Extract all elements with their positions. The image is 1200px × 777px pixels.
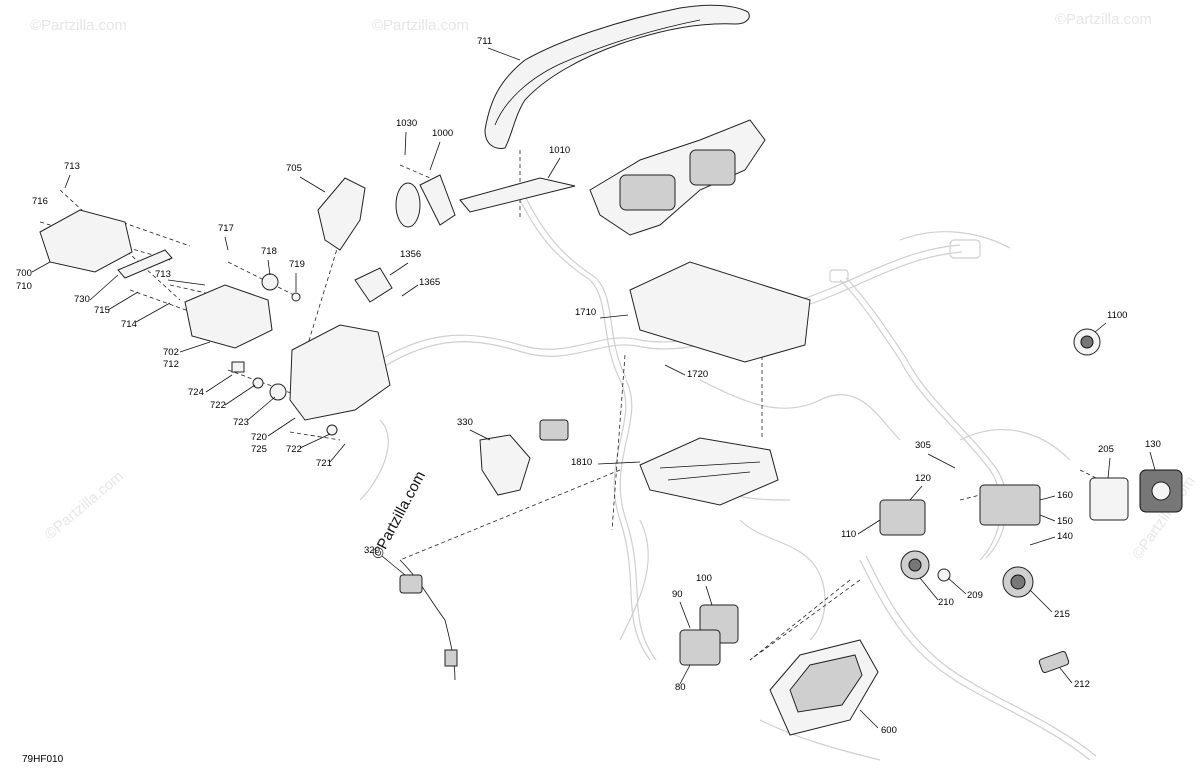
tray-1710-part: [629, 261, 811, 363]
callout-725: 725: [251, 444, 267, 455]
watermark: ©Partzilla.com: [30, 17, 127, 34]
callout-80: 80: [675, 682, 686, 693]
callout-724: 724: [188, 387, 204, 398]
callout-710: 710: [16, 281, 32, 292]
callout-723: 723: [233, 417, 249, 428]
callout-713: 713: [64, 161, 80, 172]
horn-part: [395, 182, 421, 228]
mount-bracket-part: [289, 324, 391, 421]
callout-719: 719: [289, 259, 305, 270]
callout-1030: 1030: [396, 118, 417, 129]
leader-lines: [31, 47, 1156, 729]
callout-721: 721: [316, 458, 332, 469]
callout-labels: 711 1030 1000 1010 705 713 716 717 718 719 1356 136…: [16, 36, 1161, 736]
callout-1000: 1000: [432, 128, 453, 139]
callout-722: 722: [286, 444, 302, 455]
callout-1010: 1010: [549, 145, 570, 156]
callout-717: 717: [218, 223, 234, 234]
callout-110: 110: [841, 529, 856, 540]
callout-716: 716: [32, 196, 48, 207]
callout-130: 130: [1145, 439, 1161, 450]
callout-305: 305: [915, 440, 931, 451]
callout-711: 711: [477, 36, 492, 47]
callout-700: 700: [16, 268, 32, 279]
switch-housing-part: [317, 177, 366, 251]
ecu-plate-part: [639, 437, 779, 506]
callout-720: 720: [251, 432, 267, 443]
callout-714: 714: [121, 319, 137, 330]
callout-1356: 1356: [400, 249, 421, 260]
callout-100: 100: [696, 573, 712, 584]
callout-1365: 1365: [419, 277, 440, 288]
callout-705: 705: [286, 163, 302, 174]
module-700-part: [39, 209, 133, 273]
watermark: ©Partzilla.com: [42, 468, 127, 543]
callout-730: 730: [74, 294, 90, 305]
diagram-code: 79HF010: [22, 754, 64, 765]
callout-712: 712: [163, 359, 179, 370]
handlebar-bracket-part: [589, 119, 766, 236]
watermark: ©Partzilla.com: [1055, 11, 1152, 28]
callout-722: 722: [210, 400, 226, 411]
callout-215: 215: [1054, 609, 1070, 620]
callout-1100: 1100: [1107, 310, 1127, 321]
callout-120: 120: [915, 473, 931, 484]
callout-718: 718: [261, 246, 277, 257]
callout-715: 715: [94, 305, 110, 316]
callout-330: 330: [457, 417, 473, 428]
callout-209: 209: [967, 590, 983, 601]
watermark: ©Partzilla.com: [372, 17, 469, 34]
callout-713: 713: [155, 269, 171, 280]
callout-702: 702: [163, 347, 179, 358]
callout-210: 210: [938, 597, 954, 608]
callout-600: 600: [881, 725, 897, 736]
handle-grip-part: [484, 4, 750, 149]
module-702-part: [184, 284, 273, 349]
callout-212: 212: [1074, 679, 1090, 690]
callout-90: 90: [672, 589, 683, 600]
callout-320: 320: [364, 545, 380, 556]
assembly-lines: [39, 150, 1101, 661]
partzilla-watermark: ©Partzilla.com: [369, 468, 430, 562]
switch-block-part: [879, 499, 926, 536]
callout-205: 205: [1098, 444, 1114, 455]
callout-150: 150: [1057, 516, 1073, 527]
callout-1810: 1810: [571, 457, 592, 468]
callout-1720: 1720: [687, 369, 708, 380]
callout-140: 140: [1057, 531, 1073, 542]
parts: [39, 4, 1183, 736]
callout-1710: 1710: [575, 307, 596, 318]
callout-160: 160: [1057, 490, 1073, 501]
